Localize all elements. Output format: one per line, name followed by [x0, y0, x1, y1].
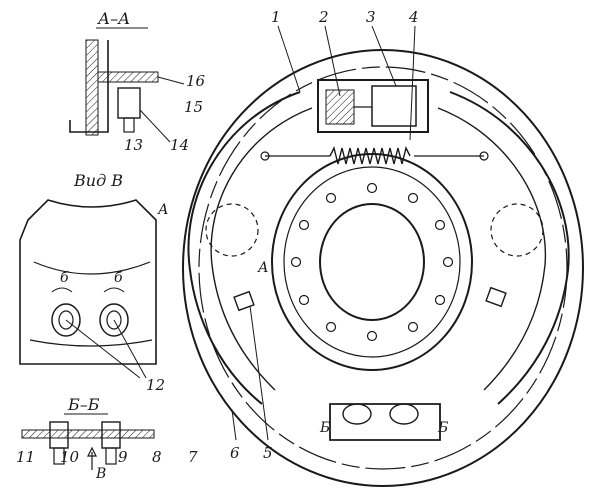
- brake-shoe-right: [449, 91, 570, 405]
- section-aa-title: А–А: [97, 9, 130, 28]
- callout-12: 12: [146, 376, 165, 394]
- shoe-retainer-left: [233, 290, 255, 312]
- hub-flange-ring: [283, 166, 461, 358]
- backing-plate-outer: [182, 49, 584, 487]
- delta-mark-left: б: [60, 270, 69, 286]
- callout-1: 1: [271, 8, 281, 26]
- hub-bolt-holes: [290, 182, 454, 342]
- section-bb-title: Б–Б: [67, 395, 100, 414]
- section-mark-a-mid: А: [257, 260, 269, 276]
- callout-2: 2: [318, 8, 329, 26]
- brake-shoe-right-inner: [437, 107, 547, 391]
- shoe-retainer-right: [485, 286, 507, 308]
- adjuster-cam-left: [205, 203, 259, 257]
- brake-shoe-left: [187, 91, 301, 405]
- hub-flange: [271, 153, 473, 371]
- adjuster-bolt-right: [99, 303, 129, 337]
- callout-5: 5: [263, 444, 273, 462]
- callout-13: 13: [124, 136, 143, 154]
- callout-11: 11: [16, 448, 35, 466]
- view-v: Вид В б б: [19, 171, 157, 379]
- anchor-plate: [329, 403, 441, 441]
- callout-10: 10: [60, 448, 80, 466]
- callout-4: 4: [408, 8, 419, 26]
- adjuster-cam-right: [490, 203, 544, 257]
- delta-mark-right: б: [114, 270, 123, 286]
- callout-7: 7: [188, 448, 198, 466]
- callout-14: 14: [170, 136, 189, 154]
- callout-3: 3: [366, 8, 376, 26]
- leader-lines: [231, 25, 416, 441]
- hub-bore: [319, 203, 425, 321]
- callout-16: 16: [186, 72, 206, 90]
- backing-plate-inner: [198, 66, 568, 470]
- view-v-title: Вид В: [73, 171, 123, 190]
- section-mark-a-top: А: [157, 202, 169, 218]
- callout-6: 6: [230, 444, 240, 462]
- section-mark-v: В: [95, 466, 106, 482]
- return-spring: [260, 145, 489, 165]
- section-mark-b-left: Б: [319, 420, 330, 436]
- callout-9: 9: [118, 448, 128, 466]
- adjuster-bolt-left: [51, 303, 81, 337]
- brake-main-view: [182, 25, 584, 487]
- wheel-cylinder: [317, 79, 429, 133]
- brake-shoe-left-inner: [210, 107, 313, 391]
- callout-8: 8: [152, 448, 162, 466]
- section-bb: Б–Б В: [21, 395, 155, 482]
- callout-15: 15: [184, 98, 203, 116]
- section-mark-b-right: Б: [437, 420, 448, 436]
- section-aa: А–А: [69, 9, 185, 143]
